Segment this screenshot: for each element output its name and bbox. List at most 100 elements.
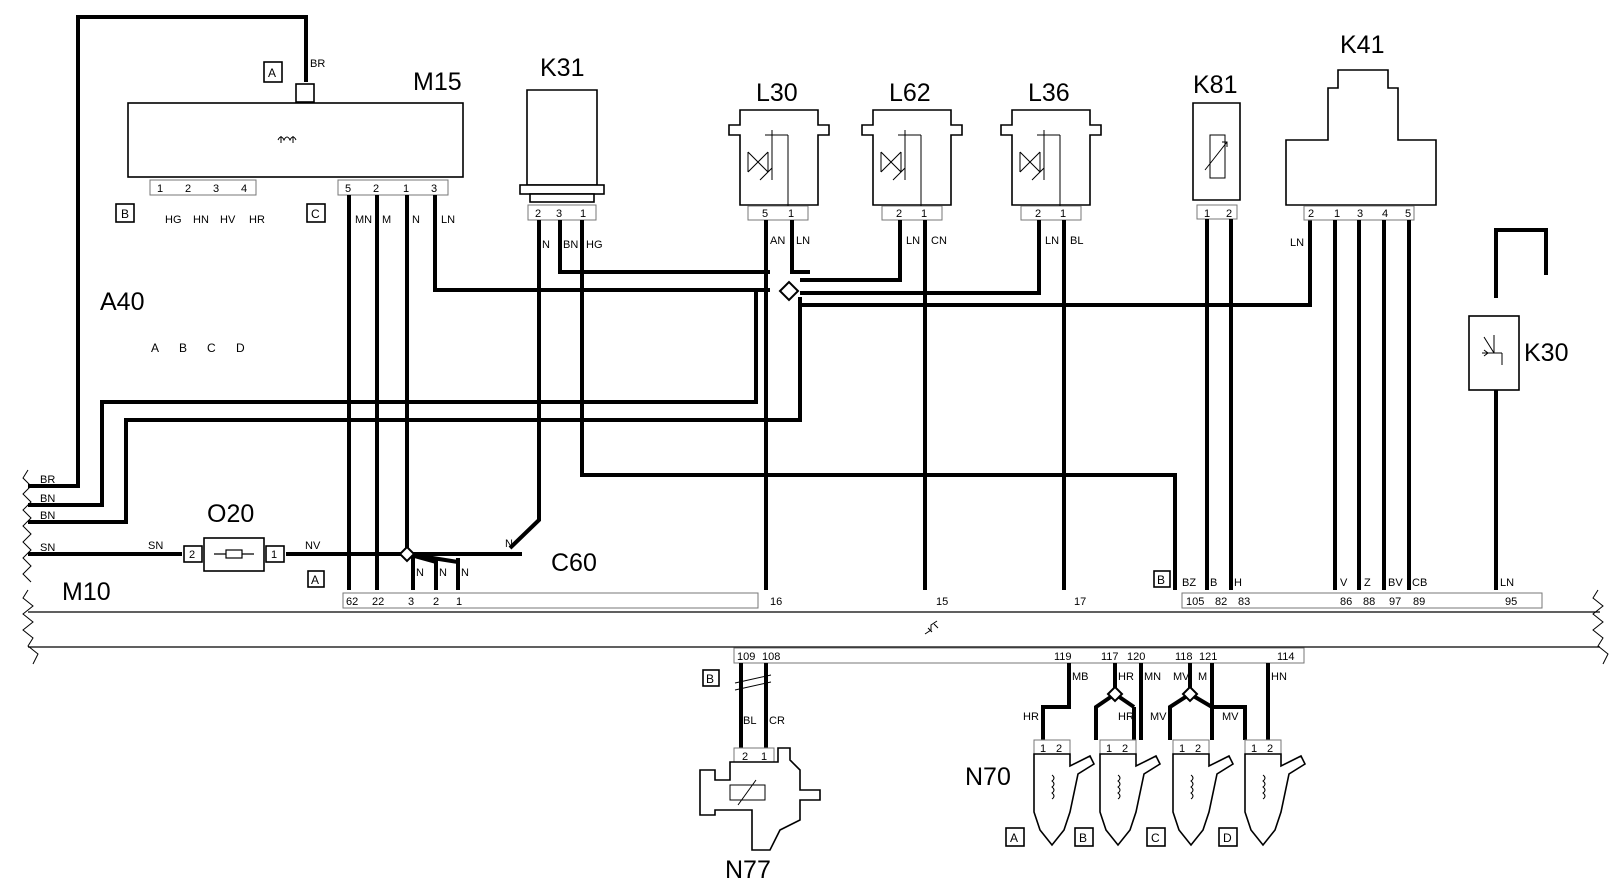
- svg-text:4: 4: [1382, 208, 1388, 220]
- l30-injector-valve: L30 5 1 AN LN: [728, 79, 830, 247]
- wire-label: BR: [40, 474, 55, 486]
- svg-text:B: B: [121, 207, 129, 221]
- m10-pin: 108: [762, 651, 780, 663]
- m10-pin: 22: [372, 596, 384, 608]
- m10-pin-strip-a: [342, 592, 759, 609]
- coil-icon: [277, 136, 297, 143]
- svg-text:2: 2: [1308, 208, 1314, 220]
- o20-fuse: O20 2 1 SN NV: [148, 500, 402, 572]
- svg-text:V: V: [1340, 577, 1348, 589]
- svg-text:2: 2: [742, 751, 748, 763]
- m10-connector-b: B: [1157, 573, 1165, 587]
- svg-text:3: 3: [213, 183, 219, 195]
- svg-text:1: 1: [157, 183, 163, 195]
- svg-text:2: 2: [189, 549, 195, 561]
- svg-text:C: C: [1151, 831, 1160, 845]
- o20-label: O20: [207, 500, 254, 528]
- m10-bus: M10 A B B 62 22 3 2 1 16 15 17 105 82 83…: [0, 469, 1616, 687]
- svg-text:1: 1: [271, 549, 277, 561]
- svg-text:A: A: [151, 341, 159, 355]
- svg-text:1: 1: [1251, 743, 1257, 755]
- svg-text:N: N: [542, 239, 550, 251]
- svg-text:5: 5: [345, 183, 351, 195]
- m10-b-wire-labels: BZ B H V Z BV CB LN: [1182, 577, 1514, 589]
- svg-text:1: 1: [761, 751, 767, 763]
- svg-text:BL: BL: [743, 715, 756, 727]
- svg-text:MV: MV: [1222, 711, 1239, 723]
- svg-text:1: 1: [580, 208, 586, 220]
- svg-text:2: 2: [896, 208, 902, 220]
- svg-text:N: N: [461, 567, 469, 579]
- svg-text:B: B: [179, 341, 187, 355]
- svg-text:1: 1: [1204, 208, 1210, 220]
- l36-label: L36: [1028, 79, 1070, 107]
- m10-pin: 119: [1054, 651, 1072, 663]
- svg-text:LN: LN: [796, 235, 810, 247]
- svg-text:2: 2: [1267, 743, 1273, 755]
- k81-sensor: K81 1 2: [1192, 71, 1241, 220]
- wire-label: BN: [40, 493, 55, 505]
- svg-text:CB: CB: [1412, 577, 1427, 589]
- svg-text:CR: CR: [769, 715, 785, 727]
- k41-flowmeter: K41 2 1 3 4 5 LN: [1285, 31, 1437, 249]
- svg-text:BV: BV: [1388, 577, 1403, 589]
- svg-text:LN: LN: [1290, 237, 1304, 249]
- svg-text:HG: HG: [586, 239, 603, 251]
- m10-pin: 117: [1101, 651, 1119, 663]
- svg-text:2: 2: [1035, 208, 1041, 220]
- svg-text:4: 4: [241, 183, 247, 195]
- svg-text:1: 1: [1040, 743, 1046, 755]
- wire-label: SN: [148, 540, 163, 552]
- svg-text:1: 1: [1334, 208, 1340, 220]
- svg-text:HG: HG: [165, 214, 182, 226]
- n77-label: N77: [725, 856, 771, 884]
- svg-text:MB: MB: [1072, 671, 1089, 683]
- svg-text:HR: HR: [249, 214, 265, 226]
- m10-pin: 95: [1505, 596, 1517, 608]
- m10-pin: 97: [1389, 596, 1401, 608]
- svg-text:A: A: [1010, 831, 1018, 845]
- svg-text:Z: Z: [1364, 577, 1371, 589]
- m10-pin: 83: [1238, 596, 1250, 608]
- l36-injector-valve: L36 2 1 LN BL: [1000, 79, 1102, 247]
- svg-text:5: 5: [1405, 208, 1411, 220]
- m10-pin: 88: [1363, 596, 1375, 608]
- svg-text:2: 2: [1226, 208, 1232, 220]
- svg-text:B: B: [1210, 577, 1217, 589]
- m10-pin: 16: [770, 596, 782, 608]
- valve-icons: [747, 130, 1061, 206]
- svg-text:BL: BL: [1070, 235, 1083, 247]
- svg-text:C: C: [207, 341, 216, 355]
- ecu-symbol-icon: [924, 620, 939, 635]
- m10-pin: 109: [737, 651, 755, 663]
- c60-ground: C60: [551, 549, 597, 577]
- wire-crossing-icon: [778, 280, 800, 302]
- svg-text:3: 3: [1357, 208, 1363, 220]
- c60-label: C60: [551, 549, 597, 577]
- svg-text:MV: MV: [1150, 711, 1167, 723]
- wire-label: BR: [310, 58, 325, 70]
- m10-connector-a: A: [311, 573, 319, 587]
- wire-label: SN: [40, 542, 55, 554]
- svg-text:2: 2: [535, 208, 541, 220]
- svg-text:N: N: [505, 538, 513, 550]
- n70-label: N70: [965, 763, 1011, 791]
- svg-text:HN: HN: [193, 214, 209, 226]
- m10-pin: 118: [1175, 651, 1193, 663]
- svg-text:HR: HR: [1023, 711, 1039, 723]
- l62-label: L62: [889, 79, 931, 107]
- svg-text:2: 2: [1056, 743, 1062, 755]
- svg-text:M: M: [1198, 671, 1207, 683]
- a40-glow-plugs: A40 HG HN HV HR A B C D: [100, 214, 265, 355]
- m10-pin-strip-b: [1181, 592, 1543, 609]
- svg-text:MN: MN: [1144, 671, 1161, 683]
- svg-text:A: A: [268, 66, 276, 80]
- k30-label: K30: [1524, 339, 1568, 367]
- m15-module: M15 A BR 1 2 3 4 B 5 2 1 3 C MN M N LN: [115, 58, 464, 226]
- m10-pin: 120: [1127, 651, 1145, 663]
- m10-pin: 2: [433, 596, 439, 608]
- svg-text:HR: HR: [1118, 711, 1134, 723]
- svg-text:N: N: [439, 567, 447, 579]
- n70-pin-labels: 1 2 1 2 1 2 1 2: [1040, 743, 1273, 755]
- m10-pin-strip-bottom: [733, 647, 1305, 664]
